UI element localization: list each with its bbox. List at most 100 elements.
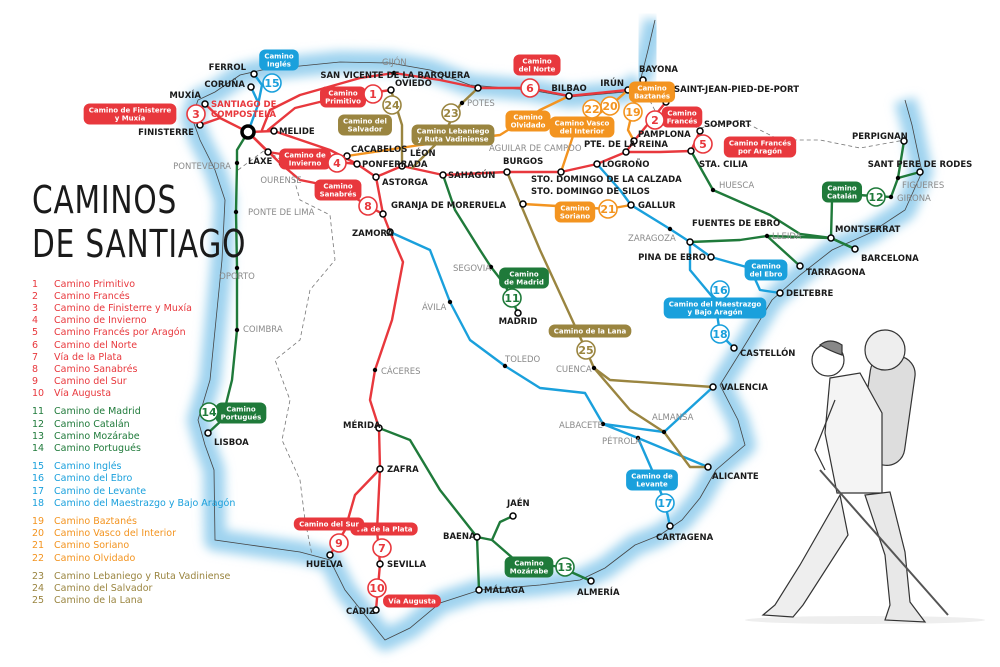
- city-marker: [851, 245, 859, 253]
- city-marker: [474, 84, 482, 92]
- city-marker: [519, 200, 527, 208]
- route-label-text: del Interior: [560, 128, 605, 136]
- city-label: GALLUR: [638, 201, 676, 211]
- city-marker: [888, 194, 894, 200]
- city-marker: [827, 234, 835, 242]
- route-label-text: del Norte: [519, 66, 556, 74]
- city-label: SANT PERE DE RODES: [868, 160, 973, 170]
- city-marker: [622, 148, 630, 156]
- city-finisterre: FINISTERRE: [138, 128, 194, 138]
- route-label-text: Camino: [323, 183, 353, 191]
- city-label: ALMANSA: [652, 413, 694, 423]
- city-marker: [591, 365, 597, 371]
- city-label: ZAFRA: [387, 465, 419, 475]
- city-ourense: OURENSE: [260, 176, 301, 186]
- city-cáceres: CÁCERES: [381, 365, 421, 377]
- city-marker: [709, 383, 717, 391]
- city-label: OPORTO: [219, 272, 255, 282]
- city-marker: [667, 226, 673, 232]
- route-label-text: Camino: [264, 53, 294, 61]
- city-label: POTES: [467, 99, 495, 109]
- city-marker: [264, 148, 272, 156]
- route-label-text: Camino: [560, 205, 590, 213]
- legend-name: Camino del Ebro: [54, 473, 133, 485]
- city-label: FIGUERES: [902, 181, 944, 191]
- city-bilbao: BILBAO: [551, 84, 586, 94]
- city-marker: [459, 100, 465, 106]
- city-mérida: MÉRIDA: [343, 419, 381, 431]
- city-pontevedra: PONTEVEDRA: [173, 162, 231, 172]
- route-label-box: [663, 297, 767, 319]
- route-label-text: Catalán: [827, 193, 857, 201]
- city-léon: LÉON: [410, 147, 436, 159]
- city-label: MUXÍA: [169, 89, 201, 101]
- route-label-text: Camino Lebaniego: [417, 128, 490, 136]
- city-madrid: MADRID: [499, 317, 538, 327]
- route-label-box: [411, 124, 495, 146]
- city-san-vicente-de-la-barquera: SAN VICENTE DE LA BARQUERA: [320, 71, 470, 81]
- city-label: CUENCA: [556, 365, 592, 375]
- route-label-box: [293, 517, 365, 531]
- city-label: VALENCIA: [721, 383, 768, 393]
- city-label: DELTEBRE: [786, 289, 833, 299]
- route-label-box: [628, 81, 676, 103]
- city-gijón: GIJÓN: [382, 56, 407, 68]
- legend-number: 9: [32, 376, 39, 388]
- route-number: 4: [333, 157, 341, 170]
- city-sto-domingo-de-silos: STO. DOMINGO DE SILOS: [531, 187, 650, 197]
- legend-name: Camino de Invierno: [54, 315, 147, 327]
- city-marker: [233, 209, 239, 215]
- city-málaga: MÁLAGA: [484, 584, 525, 596]
- city-label: AGUILAR DE CAMPOO: [489, 144, 582, 154]
- route-number: 20: [602, 100, 618, 113]
- city-marker: [916, 168, 924, 176]
- city-marker: [398, 162, 406, 170]
- route-number: 22: [584, 103, 599, 116]
- route-label-box: [549, 116, 615, 138]
- route-number: 24: [384, 99, 400, 112]
- route-number: 11: [504, 292, 519, 305]
- city-marker: [666, 522, 674, 530]
- legend-number: 19: [32, 515, 45, 527]
- city-marker: [600, 421, 606, 427]
- route-label-box: [505, 110, 551, 132]
- route-number: 5: [699, 138, 707, 151]
- city-albacete: ALBACETE: [559, 421, 603, 431]
- city-label: COIMBRA: [243, 325, 283, 335]
- city-marker: [630, 137, 638, 145]
- city-marker: [270, 127, 278, 135]
- route-number-badge: [710, 324, 730, 344]
- route-label-text: Francés: [667, 118, 698, 126]
- route-label-text: Sanabrés: [320, 191, 357, 199]
- route-number-badge: [382, 95, 402, 115]
- route-label-text: Camino de: [284, 152, 326, 160]
- legend-name: Camino Primitivo: [54, 278, 136, 290]
- city-huesca: HUESCA: [719, 181, 754, 191]
- legend-number: 3: [32, 302, 39, 314]
- city-label: ZAMORA: [352, 229, 394, 239]
- legend-name: Camino Mozárabe: [54, 430, 140, 442]
- title-line-2: DE SANTIAGO: [32, 222, 247, 266]
- city-marker: [635, 435, 641, 441]
- route-label-box: [320, 86, 366, 108]
- route-number: 10: [369, 582, 385, 595]
- city-marker: [704, 463, 712, 471]
- route-label-text: Camino: [226, 406, 256, 414]
- route-label-text: Camino: [513, 114, 543, 122]
- city-marker: [796, 262, 804, 270]
